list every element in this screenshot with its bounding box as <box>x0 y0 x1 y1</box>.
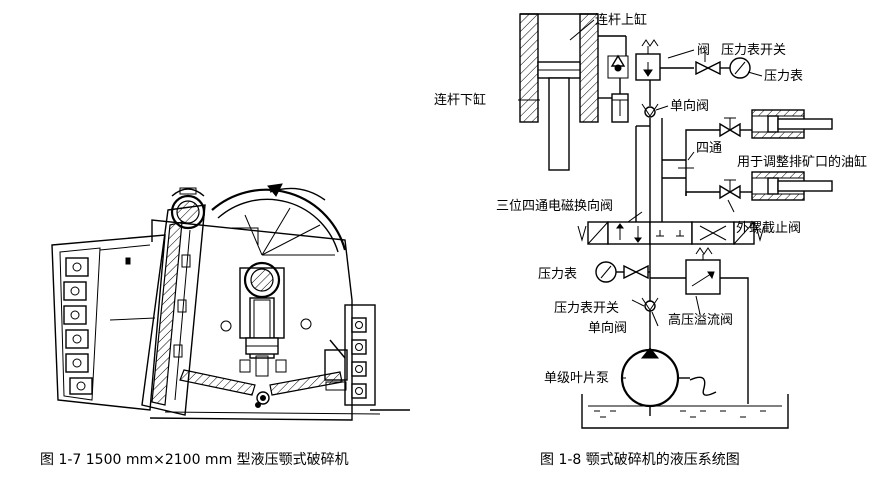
gauge-switch-top-symbol <box>695 60 721 76</box>
adjust-cylinder-upper <box>751 109 833 139</box>
flywheel <box>211 183 347 256</box>
gauge-top-symbol <box>729 57 751 79</box>
label-check-valve-top: 单向阀 <box>670 98 709 114</box>
label-pump: 单级叶片泵 <box>544 371 609 386</box>
stop-valve-lower <box>719 179 741 200</box>
label-check-valve-bottom: 单向阀 <box>588 320 627 336</box>
leader-lines <box>518 19 763 379</box>
adjust-cylinder-lower <box>751 171 833 201</box>
fixed-jaw-liner <box>51 234 166 411</box>
solenoid-valve-symbol <box>577 221 765 245</box>
stop-valve-upper <box>719 117 741 138</box>
valve-assembly-top <box>607 36 694 123</box>
caption-left: 图 1-7 1500 mm×2100 mm 型液压颚式破碎机 <box>40 452 349 468</box>
hydraulic-schematic <box>518 13 833 429</box>
label-upper-cylinder: 连杆上缸 <box>595 12 647 28</box>
check-valve-bottom-symbol <box>641 297 659 312</box>
label-four-way: 四通 <box>696 141 722 156</box>
label-gauge-top: 压力表 <box>764 69 803 84</box>
toggle-plates <box>179 369 343 405</box>
label-stop-valve: 外螺截止阀 <box>736 221 801 236</box>
label-lower-cylinder: 连杆下缸 <box>434 92 486 108</box>
label-solenoid-valve: 三位四通电磁换向阀 <box>496 198 613 214</box>
label-gauge-switch-bottom: 压力表开关 <box>554 301 619 316</box>
rod-cylinder <box>519 13 626 171</box>
label-gauge-bottom: 压力表 <box>538 267 577 282</box>
four-way-junction <box>662 150 694 196</box>
check-valve-top-symbol <box>641 103 659 118</box>
caption-right: 图 1-8 颚式破碎机的液压系统图 <box>540 452 740 468</box>
connecting-rod <box>220 261 312 377</box>
rear-frame <box>149 219 410 421</box>
label-valve: 阀 <box>697 43 710 58</box>
jaw-crusher-drawing <box>51 183 410 421</box>
gauge-switch-bottom-symbol <box>623 264 649 280</box>
gauge-bottom-symbol <box>595 261 617 283</box>
label-relief-valve: 高压溢流阀 <box>668 312 733 328</box>
relief-valve-symbol <box>685 247 721 295</box>
eccentric-shaft <box>170 187 206 230</box>
oil-tank <box>581 394 789 429</box>
label-gauge-switch-top: 压力表开关 <box>721 43 786 58</box>
label-adjust-cylinder: 用于调整排矿口的油缸 <box>737 154 867 170</box>
